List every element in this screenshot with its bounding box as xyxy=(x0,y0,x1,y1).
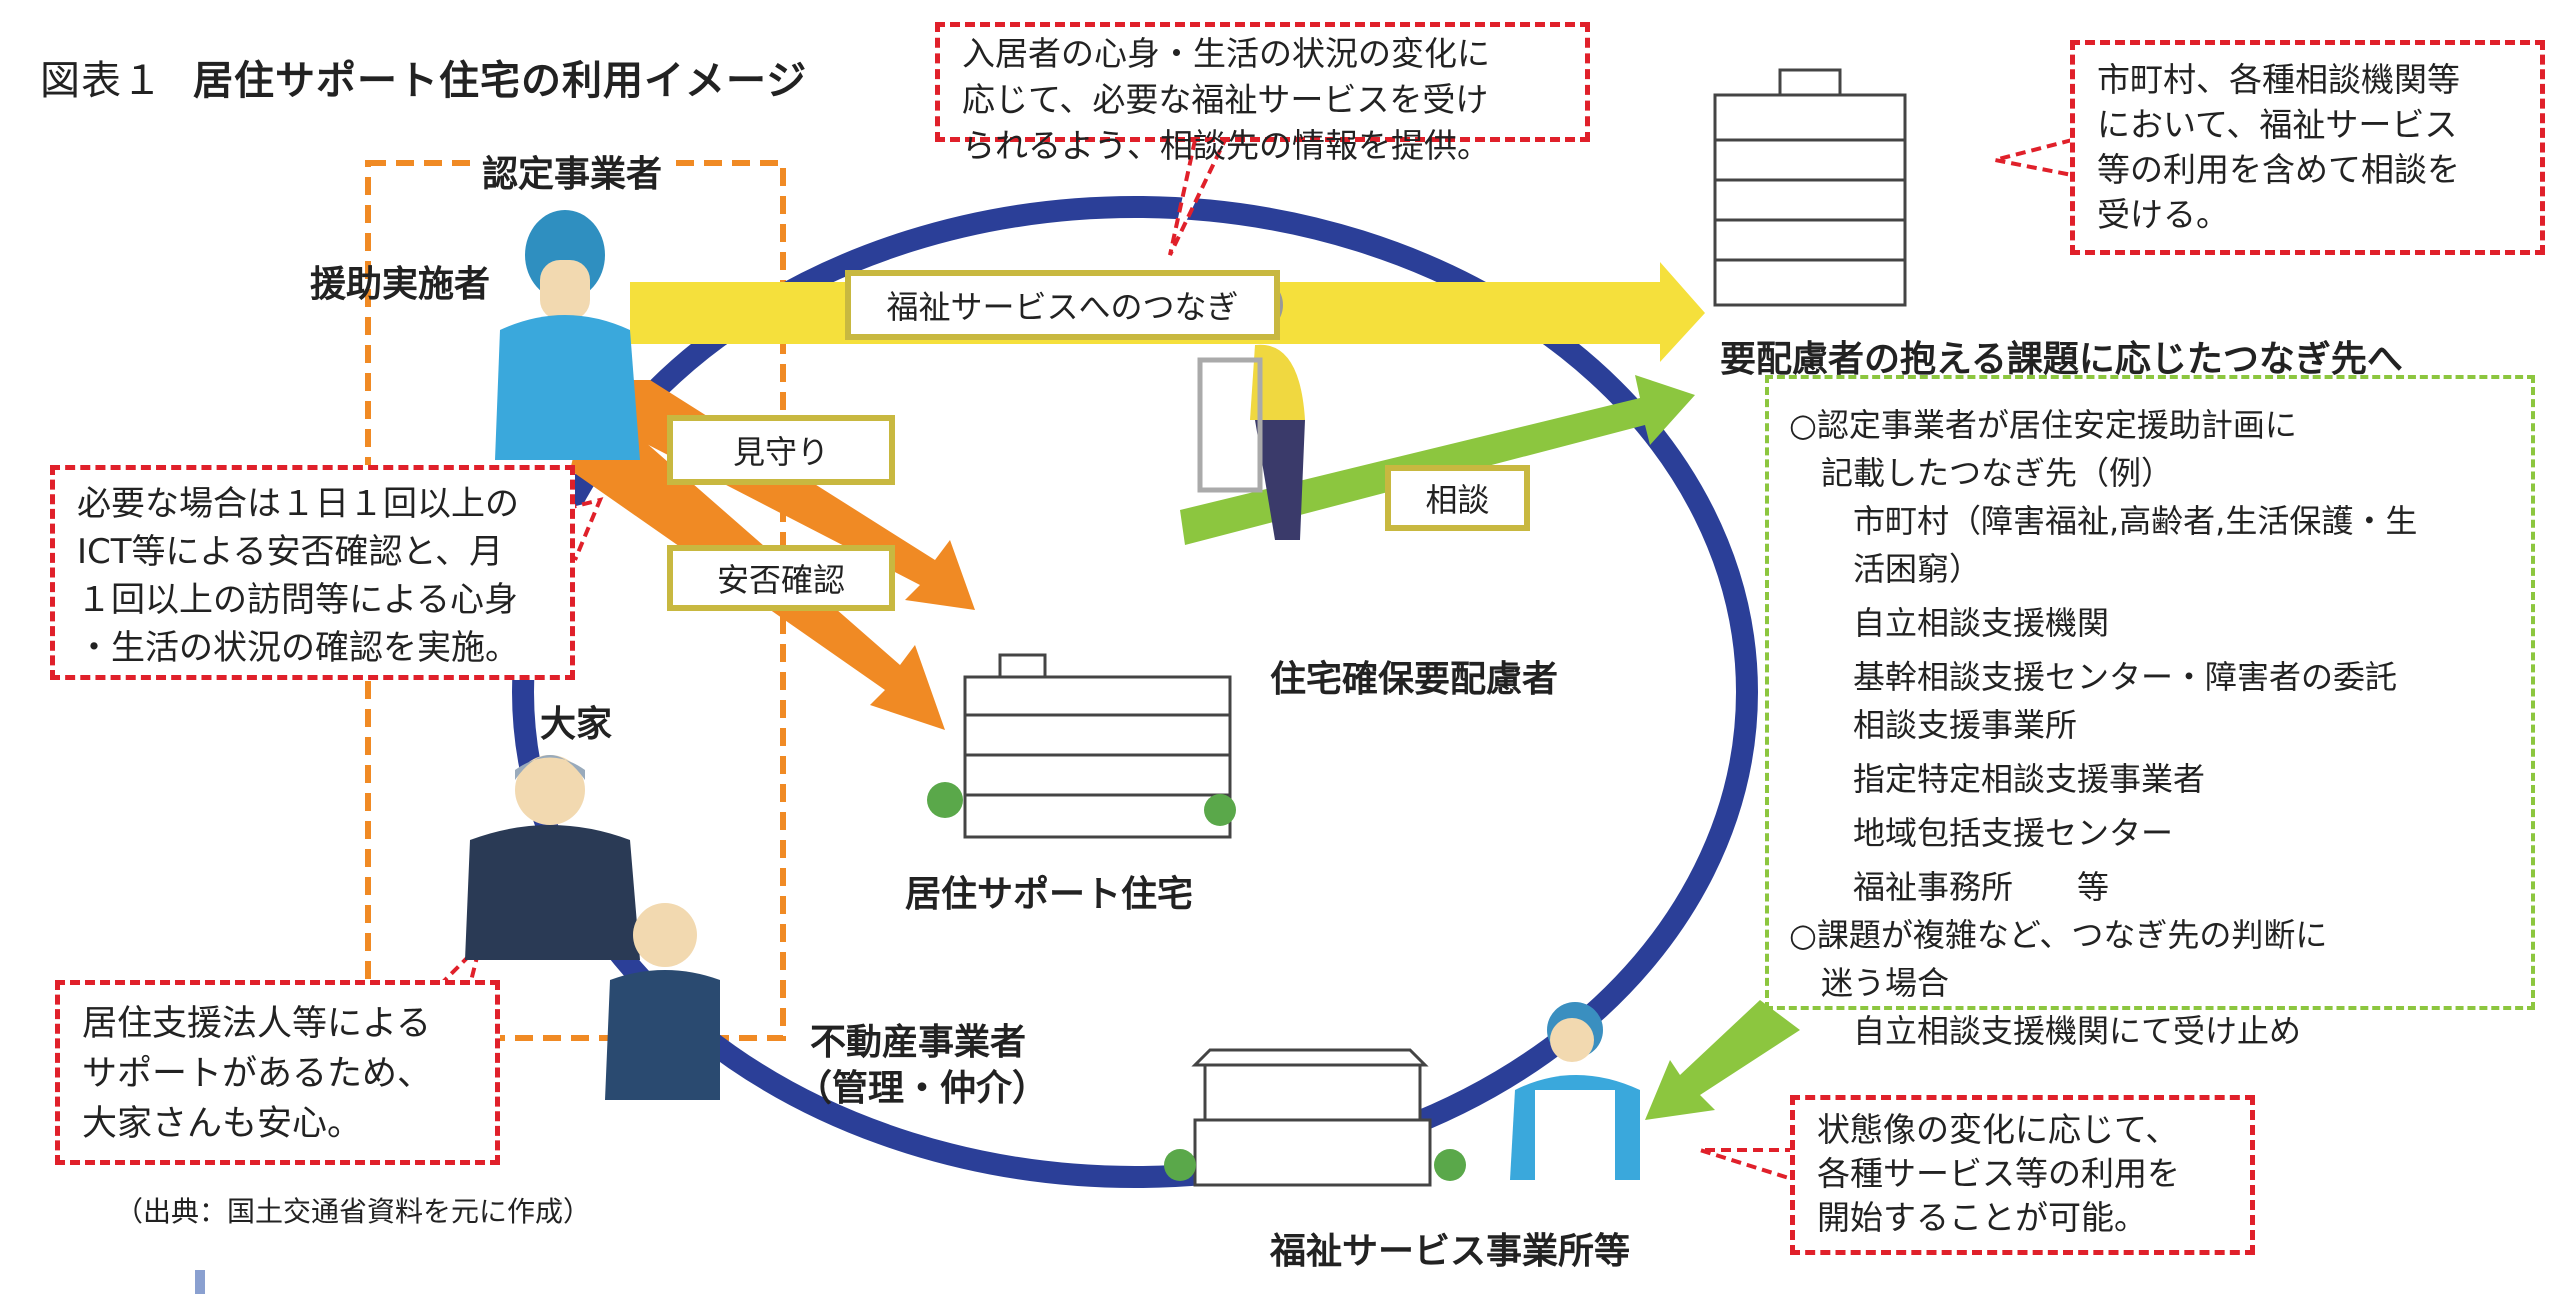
destination-item: 基幹相談支援センター・障害者の委託 xyxy=(1853,658,2398,696)
destination-item: 相談支援事業所 xyxy=(1853,706,2078,744)
destination-heading-line: ○認定事業者が居住安定援助計画に xyxy=(1789,406,2297,444)
destination-item: 市町村（障害福祉,高齢者,生活保護・生 xyxy=(1853,502,2418,540)
support-worker-illustration xyxy=(495,210,640,460)
welfare-link-tag: 福祉サービスへのつなぎ xyxy=(845,270,1280,340)
safety-check-tag: 安否確認 xyxy=(667,545,895,611)
callout-info-provision: 入居者の心身・生活の状況の変化に 応じて、必要な福祉サービスを受け られるよう、… xyxy=(935,22,1590,165)
welfare-staff-illustration xyxy=(1510,1002,1640,1180)
certified-operator-label: 認定事業者 xyxy=(478,145,667,197)
support-housing-label: 居住サポート住宅 xyxy=(905,874,1194,915)
figure-number: 図表１ xyxy=(40,58,163,104)
consult-tag: 相談 xyxy=(1385,465,1530,531)
support-housing-building xyxy=(927,653,1236,839)
callout-service-start: 状態像の変化に応じて、 各種サービス等の利用を 開始することが可能。 xyxy=(1790,1095,2255,1255)
callout-line: ICT等による安否確認と、月 xyxy=(77,532,504,572)
support-cycle-ring xyxy=(512,196,1758,1188)
callout-landlord-reassurance: 居住支援法人等による サポートがあるため、 大家さんも安心。 xyxy=(55,980,500,1165)
callout-line: 各種サービス等の利用を xyxy=(1817,1154,2180,1193)
landlord-label: 大家 xyxy=(540,704,613,745)
destination-item: 自立相談支援機関 xyxy=(1853,604,2110,642)
destination-heading-line: ○課題が複雑など、つなぎ先の判断に xyxy=(1789,916,2328,954)
destination-heading-line: 迷う場合 xyxy=(1821,964,1950,1002)
callout-line: において、福祉サービス xyxy=(2097,105,2458,144)
destination-heading-line: 記載したつなぎ先（例） xyxy=(1821,454,2174,492)
callout-tail xyxy=(1699,1148,1796,1182)
destination-item: 福祉事務所 等 xyxy=(1853,868,2110,906)
callout-line: 市町村、各種相談機関等 xyxy=(2097,60,2460,99)
figure-title-text: 居住サポート住宅の利用イメージ xyxy=(193,58,808,104)
callout-safety-check: 必要な場合は１日１回以上の ICT等による安否確認と、月 １回以上の訪問等による… xyxy=(50,465,575,680)
return-arrow xyxy=(1645,1000,1800,1120)
callout-municipal-consult: 市町村、各種相談機関等 において、福祉サービス 等の利用を含めて相談を 受ける。 xyxy=(2070,40,2545,255)
destination-item: 活困窮） xyxy=(1853,550,1982,588)
callout-line: 状態像の変化に応じて、 xyxy=(1817,1110,2179,1149)
destination-item: 地域包括支援センター xyxy=(1853,814,2174,852)
destination-item: 指定特定相談支援事業者 xyxy=(1853,760,2206,798)
callout-line: られるよう、相談先の情報を提供。 xyxy=(962,126,1490,165)
callout-line: 居住支援法人等による xyxy=(82,1004,431,1044)
callout-line: サポートがあるため、 xyxy=(82,1054,433,1094)
landlord-illustration xyxy=(465,755,640,960)
callout-line: ・生活の状況の確認を実施。 xyxy=(77,628,519,668)
real-estate-label: 不動産事業者 （管理・仲介） xyxy=(796,1020,1048,1112)
callout-line: １回以上の訪問等による心身 xyxy=(77,580,518,620)
real-estate-agent-illustration xyxy=(605,903,720,1100)
watch-tag: 見守り xyxy=(667,415,895,485)
municipal-building xyxy=(1713,68,1907,307)
callout-line: 応じて、必要な福祉サービスを受け xyxy=(962,80,1489,119)
callout-line: 等の利用を含めて相談を xyxy=(2097,150,2460,189)
consult-arrow xyxy=(1180,375,1695,545)
callout-line: 必要な場合は１日１回以上の xyxy=(77,484,519,524)
real-estate-line: 不動産事業者 xyxy=(810,1022,1027,1063)
callout-line: 大家さんも安心。 xyxy=(82,1104,363,1144)
support-worker-label: 援助実施者 xyxy=(310,264,491,305)
footer-marker xyxy=(195,1270,205,1294)
welfare-office-label: 福祉サービス事業所等 xyxy=(1270,1231,1631,1272)
destination-list-box: ○認定事業者が居住安定援助計画に 記載したつなぎ先（例） 市町村（障害福祉,高齢… xyxy=(1765,375,2535,1050)
callout-line: 入居者の心身・生活の状況の変化に xyxy=(962,34,1490,73)
source-note: （出典：国土交通省資料を元に作成） xyxy=(115,1195,592,1228)
callout-tail xyxy=(1168,139,1227,256)
destination-item: 自立相談支援機関にて受け止め xyxy=(1853,1012,2302,1050)
real-estate-line: （管理・仲介） xyxy=(796,1068,1049,1109)
figure-title: 図表１ 居住サポート住宅の利用イメージ xyxy=(40,48,807,106)
callout-tail xyxy=(1994,138,2073,177)
destination-heading: 要配慮者の抱える課題に応じたつなぎ先へ xyxy=(1720,339,2403,380)
welfare-office-building xyxy=(1164,1048,1466,1187)
callout-line: 受ける。 xyxy=(2097,195,2229,234)
person-needing-care-label: 住宅確保要配慮者 xyxy=(1270,659,1559,700)
callout-line: 開始することが可能。 xyxy=(1817,1198,2147,1237)
